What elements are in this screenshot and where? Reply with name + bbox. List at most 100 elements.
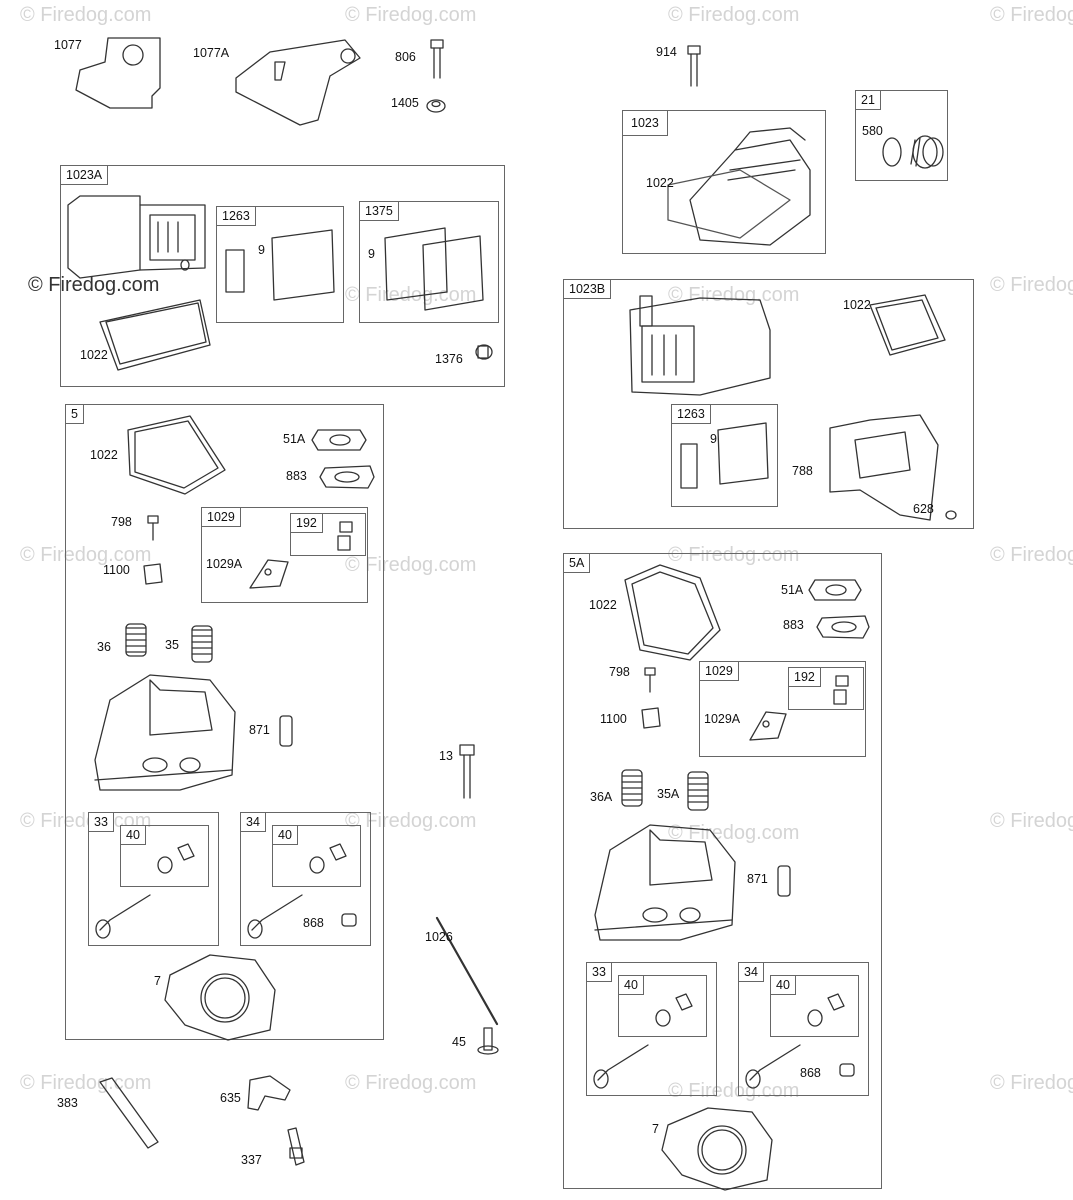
group-tag-21: 21 [856, 91, 881, 110]
part-label: 36A [590, 790, 613, 804]
connector-635-part [247, 1075, 291, 1111]
group-box-34: 34 [240, 812, 371, 946]
part-label: 798 [111, 515, 132, 529]
gasket-51A-part [311, 429, 367, 451]
part-label: 1077A [193, 46, 230, 60]
part-label: 635 [220, 1091, 241, 1105]
watermark: © Firedog.com [20, 1072, 152, 1094]
part-label: 1405 [391, 96, 419, 110]
part-label: 35A [657, 787, 680, 801]
bracket-1077-part [75, 37, 161, 109]
part-label: 9 [258, 243, 265, 257]
valve-retainer-40-a-part [157, 843, 195, 874]
part-label: 1100 [600, 712, 627, 726]
part-label: 871 [747, 872, 768, 886]
pin-871-part [279, 715, 293, 747]
part-label: 868 [800, 1066, 821, 1080]
group-box-1263-a: 1263 [216, 206, 344, 323]
gasket-1022-5-part [127, 415, 226, 495]
group-tag-1263-b: 1263 [672, 405, 711, 424]
group-tag-40-b: 40 [273, 826, 298, 845]
valve-cover-1023B-part [629, 294, 946, 396]
nut-192-part [337, 521, 353, 551]
group-box-40-c: 40 [618, 975, 707, 1037]
group-tag-33: 33 [89, 813, 114, 832]
valve-cover-1023-part [667, 127, 811, 246]
group-tag-192-2: 192 [789, 668, 821, 687]
head-gasket-7-part [164, 954, 276, 1041]
watermark: © Firedog.com [668, 4, 800, 26]
part-label: 788 [792, 464, 813, 478]
group-tag-33-2: 33 [587, 963, 612, 982]
spring-35-part [191, 625, 213, 663]
part-label: 871 [249, 723, 270, 737]
part-label: 1029A [704, 712, 741, 726]
watermark: © Firedog.com [990, 810, 1073, 832]
watermark: © Firedog.com [668, 544, 800, 566]
bolt-806-part [430, 39, 444, 79]
screw-798-2-part [644, 667, 656, 693]
watermark: © Firedog.com [668, 284, 800, 306]
spring-35A-part [687, 771, 709, 811]
group-box-34-2: 34 [738, 962, 869, 1096]
part-label: 337 [241, 1153, 262, 1167]
gasket-1022-5A-part [624, 564, 721, 661]
valve-34-part [247, 894, 303, 939]
group-box-33-2: 33 [586, 962, 717, 1096]
group-box-40-d: 40 [770, 975, 859, 1037]
group-tag-192: 192 [291, 514, 323, 533]
part-label: 798 [609, 665, 630, 679]
part-label: 1100 [103, 563, 130, 577]
group-tag-1023: 1023 [623, 111, 668, 136]
group-box-1375: 1375 [359, 201, 499, 323]
breather-plate-1263-b-part [680, 422, 769, 489]
group-box-192-2: 192 [788, 667, 864, 710]
group-tag-1023A: 1023A [61, 166, 109, 185]
part-label: 1022 [843, 298, 871, 312]
part-label: 914 [656, 45, 677, 59]
pin-383-part [99, 1077, 159, 1149]
breather-plate-1263-part [225, 229, 335, 301]
group-tag-1029-2: 1029 [700, 662, 739, 681]
part-label: 580 [862, 124, 883, 138]
group-box-1023A: 1023A [60, 165, 505, 387]
watermark: © Firedog.com [990, 274, 1073, 296]
gasket-883-part [319, 465, 375, 489]
part-label: 9 [710, 432, 717, 446]
part-label: 868 [303, 916, 324, 930]
part-label: 1376 [435, 352, 463, 366]
part-label: 35 [165, 638, 179, 652]
group-tag-34-2: 34 [739, 963, 764, 982]
cylinder-head-5-part [94, 674, 236, 791]
screw-1376-part [475, 344, 493, 360]
rocker-1029A-2-part [749, 711, 787, 741]
watermark: © Firedog.com [990, 544, 1073, 566]
part-label: 1022 [80, 348, 108, 362]
gasket-51A-2-part [808, 579, 862, 601]
nut-192-2-part [833, 675, 849, 705]
part-label: 883 [286, 469, 307, 483]
screw-798-part [147, 515, 159, 541]
bolt-13-part [459, 744, 475, 799]
gasket-883-2-part [816, 615, 870, 639]
group-box-1023: 1023 [622, 110, 826, 254]
valve-retainer-40-b-part [309, 843, 347, 874]
watermark: © Firedog.com [345, 284, 477, 306]
part-label: 13 [439, 749, 453, 763]
group-box-1263-b: 1263 [671, 404, 778, 507]
group-box-5: 5 [65, 404, 384, 1040]
heat-shield-788-part [829, 414, 939, 521]
watermark: © Firedog.com [990, 4, 1073, 26]
nut-1405-part [426, 99, 446, 113]
group-tag-1263-a: 1263 [217, 207, 256, 226]
spark-plug-337-part [287, 1127, 305, 1166]
part-label: 36 [97, 640, 111, 654]
bracket-1077A-part [235, 39, 361, 126]
group-box-21: 21 [855, 90, 948, 181]
seal-868-part [341, 913, 357, 927]
part-label: 883 [783, 618, 804, 632]
pin-871-2-part [777, 865, 791, 897]
valve-34-2-part [745, 1044, 801, 1089]
part-label: 1022 [646, 176, 674, 190]
head-gasket-7-2-part [661, 1107, 773, 1191]
